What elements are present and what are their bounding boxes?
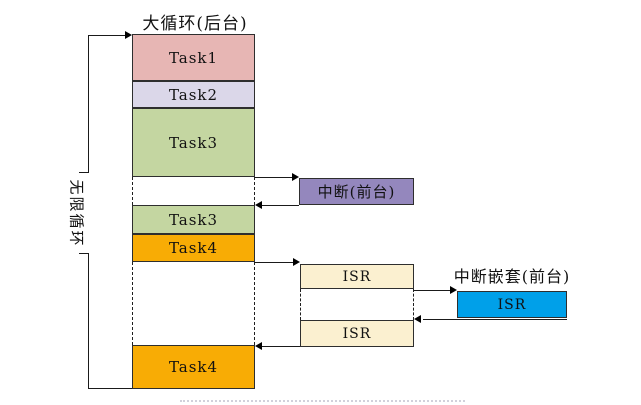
line-isr-return-task4 (262, 346, 300, 347)
task4-label: Task4 (168, 239, 219, 257)
line-interrupt-return (262, 205, 299, 206)
isr-box-first: ISR (300, 264, 414, 289)
column-gap-interrupt (132, 177, 255, 205)
nested-isr-box: ISR (457, 291, 567, 318)
interrupt-box: 中断(前台) (299, 178, 414, 205)
task-box-task3-resume: Task3 (132, 205, 255, 234)
arrowhead-to-nested-isr-icon (450, 286, 457, 294)
line-task4-to-isr (255, 262, 293, 263)
arrowhead-return-task3-icon (255, 201, 262, 209)
arrowhead-to-interrupt-icon (292, 173, 299, 181)
isr-gap (300, 289, 414, 320)
task3-label: Task3 (168, 133, 219, 152)
arrowhead-into-column-icon (125, 31, 132, 39)
background-loop-title: 大循环(后台) (142, 14, 248, 34)
arrowhead-to-isr-icon (293, 258, 300, 266)
loop-line-bottom (88, 388, 132, 389)
line-isr-to-nested (414, 290, 451, 291)
caption-cutoff-fragment (180, 400, 465, 402)
loop-line-vertical-lower (88, 253, 89, 389)
task-box-task3: Task3 (132, 108, 255, 177)
arrowhead-return-task4-icon (255, 342, 262, 350)
infinite-loop-label: 无限循环 (67, 179, 86, 248)
isr-second-label: ISR (342, 325, 372, 342)
nested-isr-label: ISR (497, 296, 527, 313)
isr-box-second: ISR (300, 320, 414, 347)
loop-line-top (88, 35, 126, 36)
interrupt-label: 中断(前台) (317, 183, 396, 201)
loop-label-tick-bottom (79, 253, 89, 254)
line-nested-return (423, 319, 567, 320)
column-gap-isr (132, 262, 255, 345)
task4-resume-label: Task4 (168, 358, 219, 376)
task3-resume-label: Task3 (168, 210, 219, 229)
line-task3-to-interrupt (255, 177, 293, 178)
loop-label-tick-top (79, 172, 89, 173)
nested-interrupt-title: 中断嵌套(前台) (453, 267, 571, 286)
loop-line-vertical-upper (88, 35, 89, 172)
task1-label: Task1 (168, 48, 219, 67)
task2-label: Task2 (168, 85, 219, 104)
task-box-task1: Task1 (132, 34, 255, 81)
task-box-task2: Task2 (132, 81, 255, 108)
arrowhead-return-isr-icon (414, 315, 421, 323)
task-box-task4-resume: Task4 (132, 345, 255, 389)
task-box-task4: Task4 (132, 234, 255, 262)
isr-first-label: ISR (342, 268, 372, 285)
